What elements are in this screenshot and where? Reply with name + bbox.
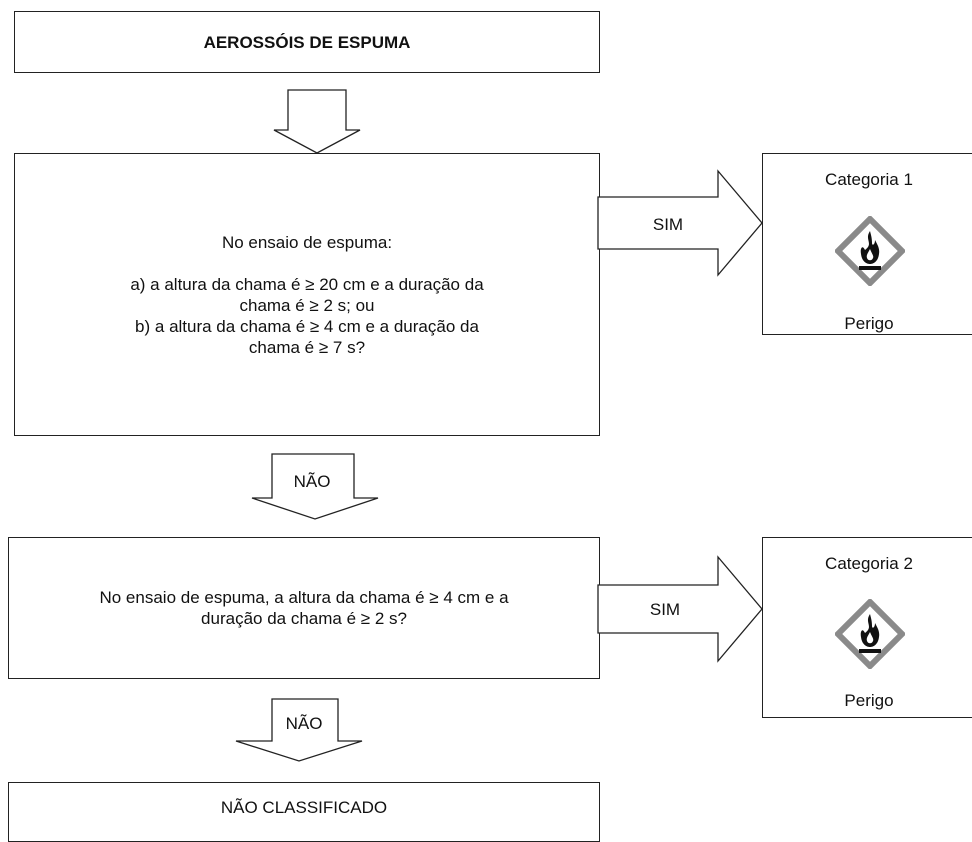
no-label-1: NÃO xyxy=(293,472,331,491)
not-classified-text: NÃO CLASSIFICADO xyxy=(220,798,388,817)
yes-label-2: SIM xyxy=(649,600,681,619)
question-2-text: No ensaio de espuma, a altura da chama é… xyxy=(99,587,508,629)
question-1-line-b2: chama é ≥ 7 s? xyxy=(248,337,366,357)
category-2-signal-word: Perigo xyxy=(844,691,894,710)
not-classified-box: NÃO CLASSIFICADO xyxy=(8,782,600,842)
down-arrow-title xyxy=(273,89,361,154)
down-arrow-no-2 xyxy=(235,698,363,762)
flame-pictogram-1 xyxy=(835,216,905,286)
title-text: AEROSSÓIS DE ESPUMA xyxy=(203,32,411,52)
title-box: AEROSSÓIS DE ESPUMA xyxy=(14,11,600,73)
category-1-signal-word: Perigo xyxy=(844,314,894,333)
category-1-box: Categoria 1 Perigo xyxy=(762,153,972,335)
flame-pictogram-2 xyxy=(835,599,905,669)
question-2-line-2: duração da chama é ≥ 2 s? xyxy=(201,609,407,628)
yes-label-1: SIM xyxy=(652,215,684,234)
category-2-title: Categoria 2 xyxy=(825,554,913,573)
question-1-line-a1: a) a altura da chama é ≥ 20 cm e a duraç… xyxy=(130,274,484,294)
question-1-box: No ensaio de espuma: a) a altura da cham… xyxy=(14,153,600,436)
question-1-text: No ensaio de espuma: a) a altura da cham… xyxy=(130,232,483,358)
down-arrow-no-1 xyxy=(251,453,379,520)
right-arrow-yes-2 xyxy=(597,555,763,663)
question-1-line-a2: chama é ≥ 2 s; ou xyxy=(239,295,375,315)
category-1-title: Categoria 1 xyxy=(825,170,913,189)
question-1-line-b1: b) a altura da chama é ≥ 4 cm e a duraçã… xyxy=(135,316,479,336)
question-2-box: No ensaio de espuma, a altura da chama é… xyxy=(8,537,600,679)
no-label-2: NÃO xyxy=(285,714,323,733)
right-arrow-yes-1 xyxy=(597,169,763,277)
question-2-line-1: No ensaio de espuma, a altura da chama é… xyxy=(99,588,509,607)
category-2-box: Categoria 2 Perigo xyxy=(762,537,972,718)
question-1-intro: No ensaio de espuma: xyxy=(221,232,393,252)
